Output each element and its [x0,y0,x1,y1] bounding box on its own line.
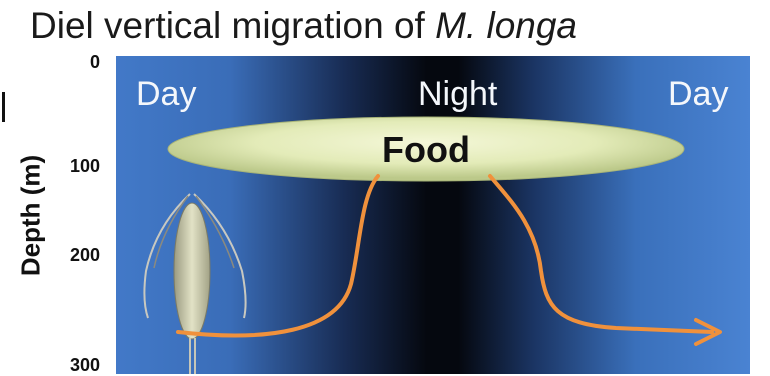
phase-label-day-right: Day [668,74,728,114]
y-tick-200: 200 [56,245,100,266]
y-tick-0: 0 [56,52,100,73]
axis-stub [2,92,5,122]
phase-label-day-left: Day [136,74,196,114]
title-species: M. longa [435,5,577,46]
y-tick-300: 300 [56,355,100,376]
phase-label-night: Night [418,74,497,114]
y-tick-100: 100 [56,156,100,177]
page-title: Diel vertical migration of M. longa [30,4,760,48]
title-text: Diel vertical migration of [30,5,435,46]
food-label: Food [346,128,506,172]
y-axis-label: Depth (m) [16,141,47,291]
